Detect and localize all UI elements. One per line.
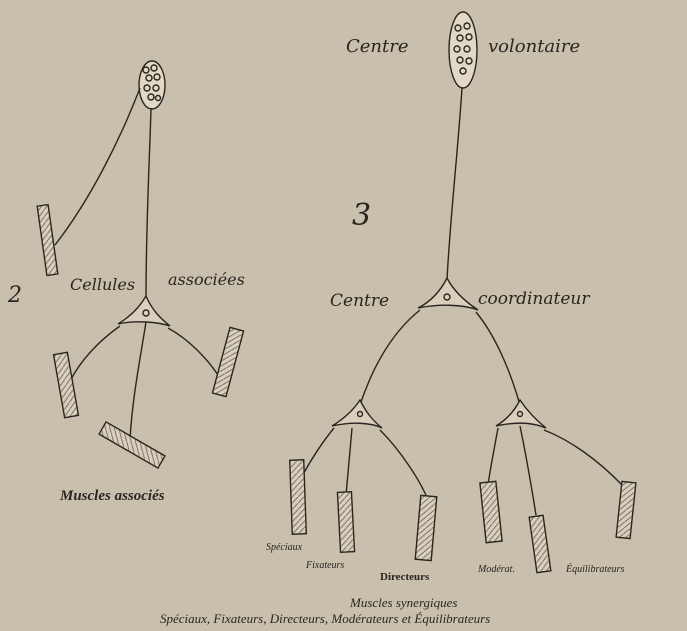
fig3-muscle-moderateurs-b	[529, 515, 551, 572]
fig3-axon	[447, 88, 462, 280]
fig3-fiber-speciaux	[300, 428, 334, 480]
fig2-branch-middle	[130, 322, 146, 440]
fig3-label-centre-top: Centre	[346, 36, 409, 57]
fig3-label-equilibrateurs: Équilibrateurs	[565, 563, 624, 575]
fig2-muscle-bottom	[99, 422, 165, 468]
fig3-label-centre-mid: Centre	[330, 291, 389, 311]
fig2-branch-left	[68, 326, 120, 385]
fig3-label-fixateurs: Fixateurs	[305, 560, 344, 571]
fig3-fiber-equilibrateurs	[544, 430, 622, 485]
fig2-small-muscle	[37, 205, 58, 276]
fig3-fiber-moderateurs	[488, 428, 498, 485]
fig3-label-directeurs: Directeurs	[380, 571, 430, 583]
fig3-number: 3	[352, 198, 371, 233]
fig3-label-volontaire: volontaire	[488, 36, 580, 57]
fig2-ganglion	[139, 61, 165, 109]
fig2-muscle-left	[54, 352, 79, 417]
fig3-ganglion	[449, 12, 477, 88]
fig3-muscle-directeurs	[415, 495, 437, 560]
fig2-muscle-right	[212, 327, 243, 396]
fig3-fiber-fixateurs	[346, 428, 352, 495]
fig2-side-fiber	[55, 88, 140, 245]
fig3-branch-left	[360, 310, 420, 405]
fig2-number: 2	[7, 283, 22, 308]
fig3-muscle-equilibrateurs	[616, 481, 636, 538]
fig3-muscle-moderateurs-a	[480, 481, 502, 542]
fig3-caption-list: Spéciaux, Fixateurs, Directeurs, Modérat…	[160, 611, 490, 626]
fig2-label-cellules: Cellules	[70, 275, 135, 294]
fig3-right-subcell	[496, 400, 546, 428]
fig2-label-associees: associées	[168, 270, 245, 289]
fig3-fiber-directeurs	[380, 430, 428, 500]
fig3-branch-right	[476, 312, 520, 405]
fig3-label-moderateurs: Modérat.	[477, 564, 515, 575]
figure-2	[37, 61, 243, 468]
fig2-branch-right	[168, 328, 218, 375]
fig2-caption: Muscles associés	[59, 488, 165, 504]
fig3-muscle-speciaux	[290, 460, 307, 534]
fig3-fiber-mod2	[520, 426, 536, 515]
fig3-label-coordinateur: coordinateur	[478, 289, 590, 309]
fig3-caption-title: Muscles synergiques	[349, 595, 457, 610]
fig3-muscle-fixateurs	[337, 492, 354, 553]
fig2-axon	[146, 108, 151, 300]
fig3-label-speciaux: Spéciaux	[266, 542, 303, 553]
